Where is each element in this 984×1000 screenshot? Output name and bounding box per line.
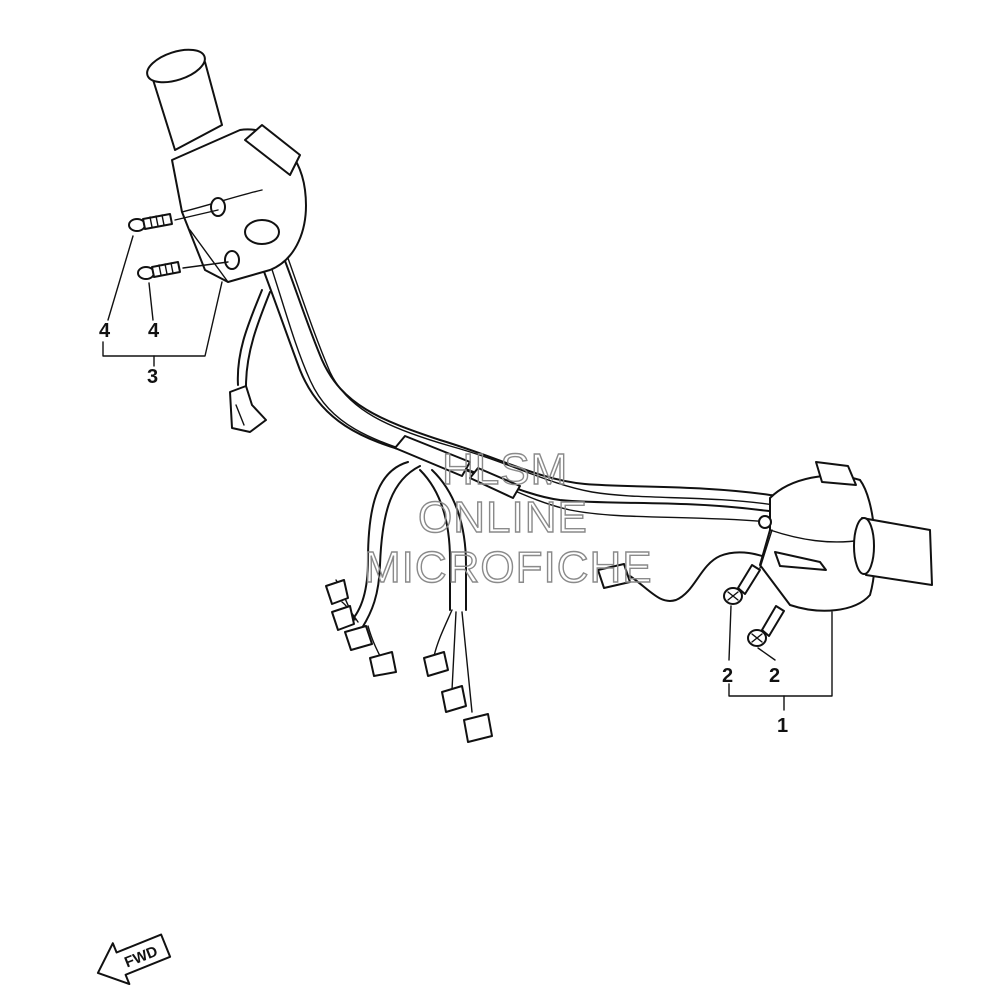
screw-right-lower [747, 605, 785, 647]
screw-left-upper [128, 209, 219, 232]
callout-4a: 4 [99, 320, 111, 342]
watermark-line-1: HLSM [442, 445, 568, 494]
right-switch-lead [597, 551, 776, 602]
callout-2a: 2 [722, 665, 733, 687]
callout-4b: 4 [148, 320, 160, 342]
watermark-line-3: MICROFICHE [364, 543, 653, 592]
right-handlebar-switch [758, 461, 933, 612]
callout-3: 3 [147, 366, 158, 388]
callout-1: 1 [777, 715, 788, 737]
callout-2b: 2 [769, 665, 780, 687]
watermark: HLSM ONLINE MICROFICHE [363, 444, 653, 592]
left-handlebar-switch [146, 48, 307, 283]
watermark-line-2: ONLINE [418, 493, 588, 542]
left-switch-lead [229, 289, 271, 433]
harness-connectors [325, 579, 493, 743]
screw-right-upper [723, 529, 773, 605]
callout-labels: 4 4 3 2 2 1 [99, 320, 788, 737]
callout-leaders-left [102, 235, 223, 367]
fwd-arrow-icon: FWD [96, 933, 172, 986]
screw-left-lower [137, 261, 229, 280]
callout-leaders-right [728, 605, 833, 711]
